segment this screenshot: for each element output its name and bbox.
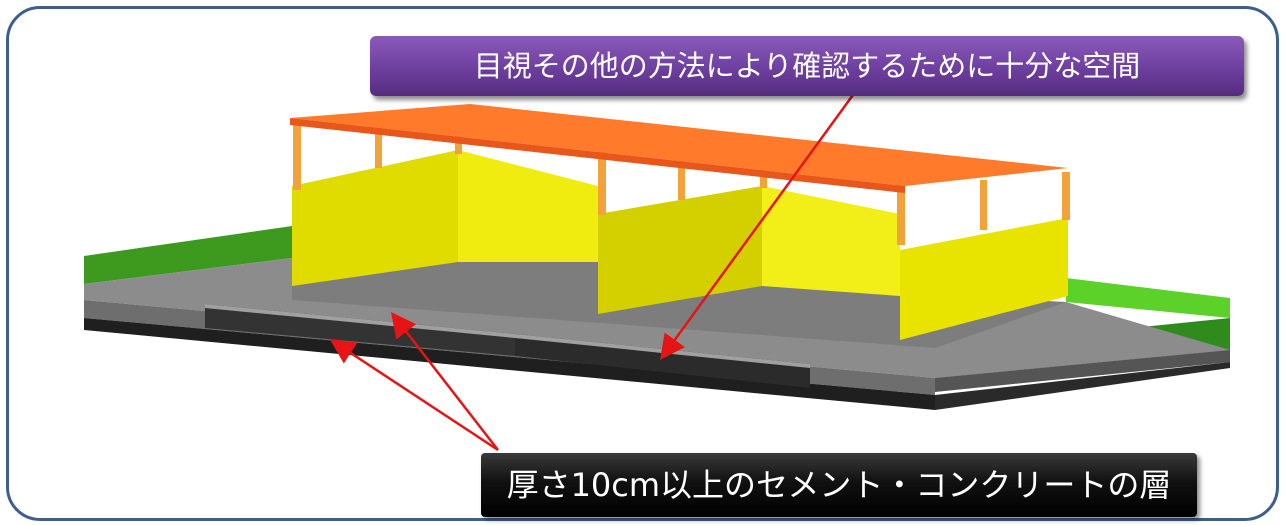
pointer-arrow-layer-2 (390, 312, 499, 451)
cement-concrete-layer (84, 318, 935, 410)
left-foundation-wall (84, 226, 292, 284)
post (455, 134, 462, 154)
crawl-space-left (205, 304, 515, 356)
wall-back-right (762, 186, 900, 296)
pointer-arrow-space (660, 87, 860, 361)
wall-back-left (458, 150, 598, 262)
slab-right-face (935, 350, 1230, 392)
cement-concrete-layer-right (935, 362, 1230, 410)
wall-left (292, 150, 458, 286)
concrete-layer-callout-label: 厚さ10cm以上のセメント・コンクリートの層 (481, 453, 1197, 517)
post (897, 180, 905, 245)
right-foundation-wall (1066, 278, 1230, 318)
post (598, 150, 606, 215)
post (1062, 172, 1070, 220)
interior-floor (292, 260, 1066, 348)
roof (290, 104, 1068, 186)
post (293, 120, 301, 190)
pointer-arrow-layer-1 (329, 339, 499, 452)
roof-edge (290, 118, 905, 193)
post (375, 128, 382, 168)
wall-center (598, 186, 762, 314)
post (980, 180, 987, 230)
space-callout-label: 目視その他の方法により確認するために十分な空間 (370, 36, 1244, 96)
crawl-space-right (515, 334, 810, 388)
post (678, 160, 685, 200)
wall-right-front (900, 218, 1068, 340)
crawl-space-ledge (205, 304, 810, 368)
